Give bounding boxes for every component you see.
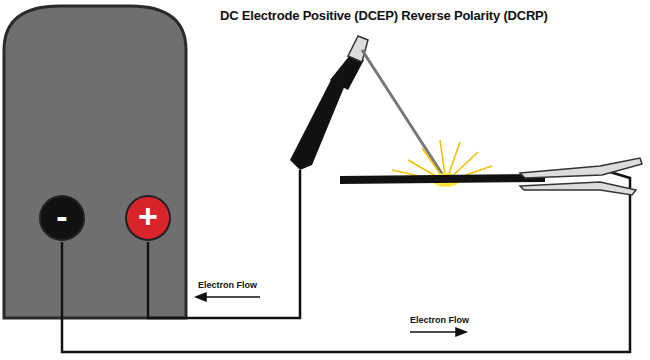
electrode-holder: [290, 36, 368, 170]
electrode-cable: [148, 170, 300, 318]
terminal-sign: -: [56, 199, 67, 233]
workpiece: [340, 174, 545, 184]
work-cable: [62, 172, 630, 352]
terminal-circle: +: [125, 195, 171, 241]
flow-label: Electron Flow: [408, 315, 471, 325]
diagram-title: DC Electrode Positive (DCEP) Reverse Pol…: [220, 8, 548, 23]
electrode-rod: [362, 50, 446, 180]
welding-machine: [4, 6, 186, 318]
cable: [62, 170, 630, 352]
terminal-circle: -: [39, 195, 85, 241]
terminal-sign: +: [138, 199, 158, 233]
flow-label: Electron Flow: [196, 280, 259, 290]
ground-clamp: [520, 158, 642, 195]
